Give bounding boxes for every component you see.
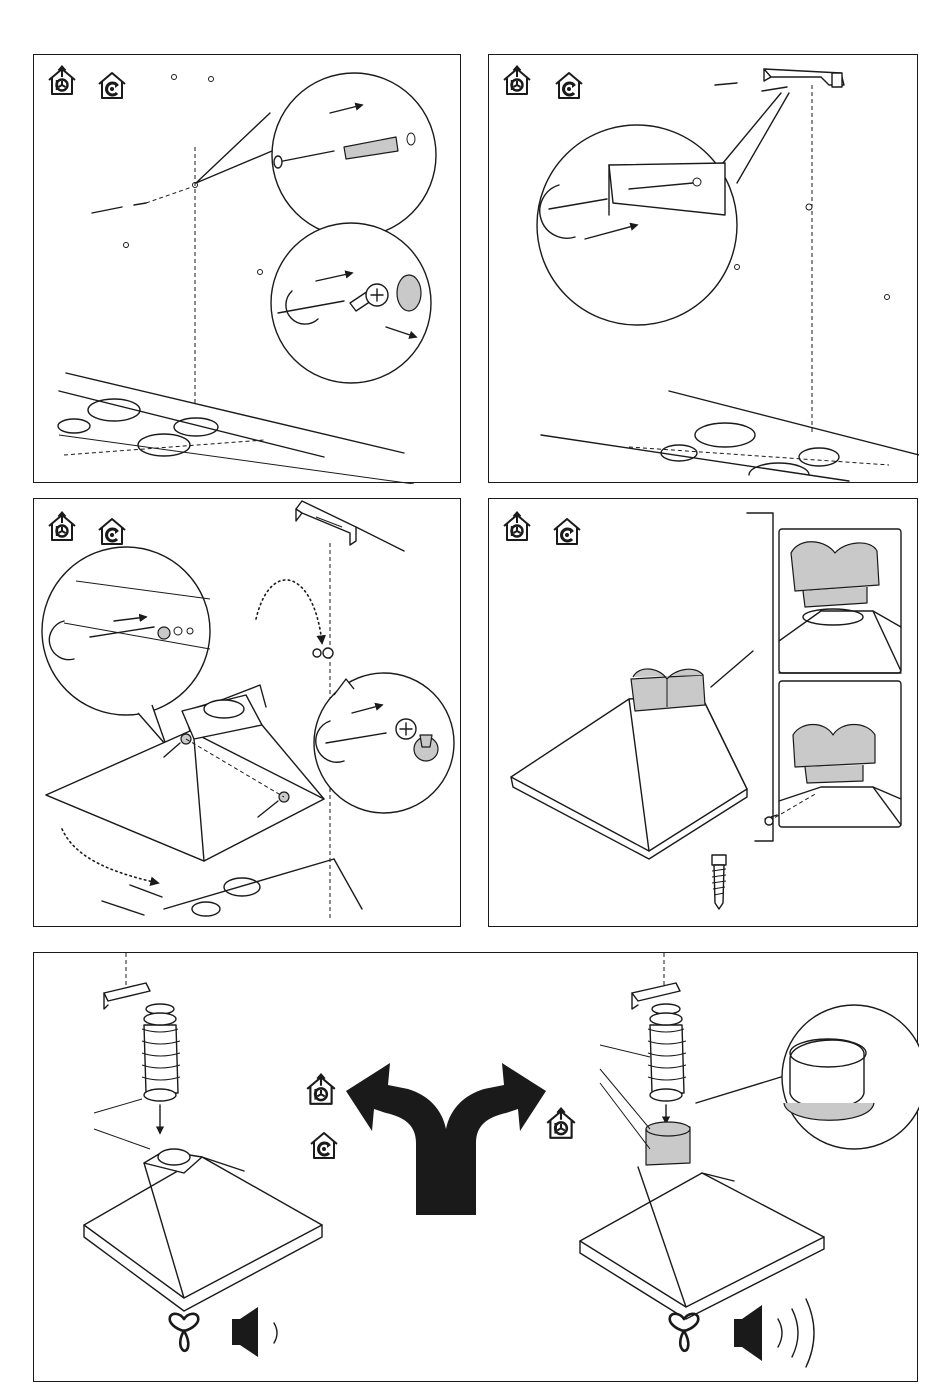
recirculation-mode-icon [311, 1133, 337, 1158]
exhaust-mode-icon [504, 513, 530, 541]
fan-propeller-icon [170, 1314, 199, 1351]
screw-icon [712, 855, 726, 909]
zoom-circle-reducer [782, 1005, 919, 1149]
drill-hole-marks [124, 75, 263, 275]
step-2-mode-icons [504, 67, 582, 99]
zoom-pointer [196, 113, 272, 183]
detail-adapter-screw [765, 681, 901, 827]
recirculation-mode-icon [556, 73, 582, 98]
recirculation-mode-icon [554, 519, 580, 544]
exhaust-mode-icon [307, 1075, 335, 1104]
recirculation-mode-icon [99, 519, 125, 544]
step-1-mode-icons [49, 67, 125, 99]
cooktop-outline [102, 859, 362, 916]
cooktop-outline [541, 391, 919, 481]
zoom-pointer [723, 93, 789, 183]
center-choice-group [307, 1063, 575, 1215]
zoom-circle-keyhole-screw [314, 673, 454, 813]
detail-bracket-line [747, 513, 773, 841]
zoom-circle-screw-spacing [271, 223, 431, 383]
branching-arrow-icon [346, 1063, 546, 1215]
option-left-without-reducer [84, 953, 322, 1311]
cooktop-outline [58, 373, 414, 484]
step-3-illustration [34, 499, 462, 928]
detail-pointer [711, 651, 753, 687]
step-1-wall-drilling-panel [33, 54, 461, 483]
fan-propeller-icon-right [670, 1314, 699, 1351]
recirculation-mode-icon [99, 73, 125, 98]
right-performance-symbols [670, 1299, 814, 1367]
wall-bracket-mounted [296, 501, 404, 551]
left-performance-symbols [170, 1307, 277, 1357]
speaker-low-volume-icon [232, 1307, 258, 1357]
step-5-illustration [34, 953, 919, 1383]
exhaust-mode-icon [504, 67, 530, 95]
wall-bracket [715, 69, 844, 91]
speaker-high-volume-icon [734, 1305, 762, 1361]
step-4-mode-icons [504, 513, 580, 545]
screw-and-dowel-small [92, 187, 192, 213]
step-2-illustration [489, 55, 919, 484]
cooker-hood-with-adapter [511, 669, 747, 859]
step-5-duct-options-panel [33, 952, 918, 1382]
step-3-hood-hanging-panel [33, 498, 461, 927]
step-3-mode-icons [49, 513, 125, 545]
step-1-illustration [34, 55, 462, 484]
cooker-hood-body [46, 685, 324, 861]
zoom-pointer [138, 705, 166, 745]
detail-adapter-alignment [779, 529, 901, 673]
exhaust-mode-icon-right [547, 1109, 575, 1138]
zoom-circle-bracket-screwing [537, 125, 737, 325]
exhaust-mode-icon [49, 67, 75, 95]
step-2-bracket-mounting-panel [488, 54, 918, 483]
step-4-adapter-fitting-panel [488, 498, 918, 927]
hang-direction-arrow [256, 580, 322, 643]
exhaust-mode-icon [49, 513, 75, 541]
option-right-with-reducer [580, 953, 824, 1319]
step-4-illustration [489, 499, 919, 928]
rotation-arrow [62, 829, 158, 883]
zoom-circle-dowel-insertion [272, 73, 436, 237]
